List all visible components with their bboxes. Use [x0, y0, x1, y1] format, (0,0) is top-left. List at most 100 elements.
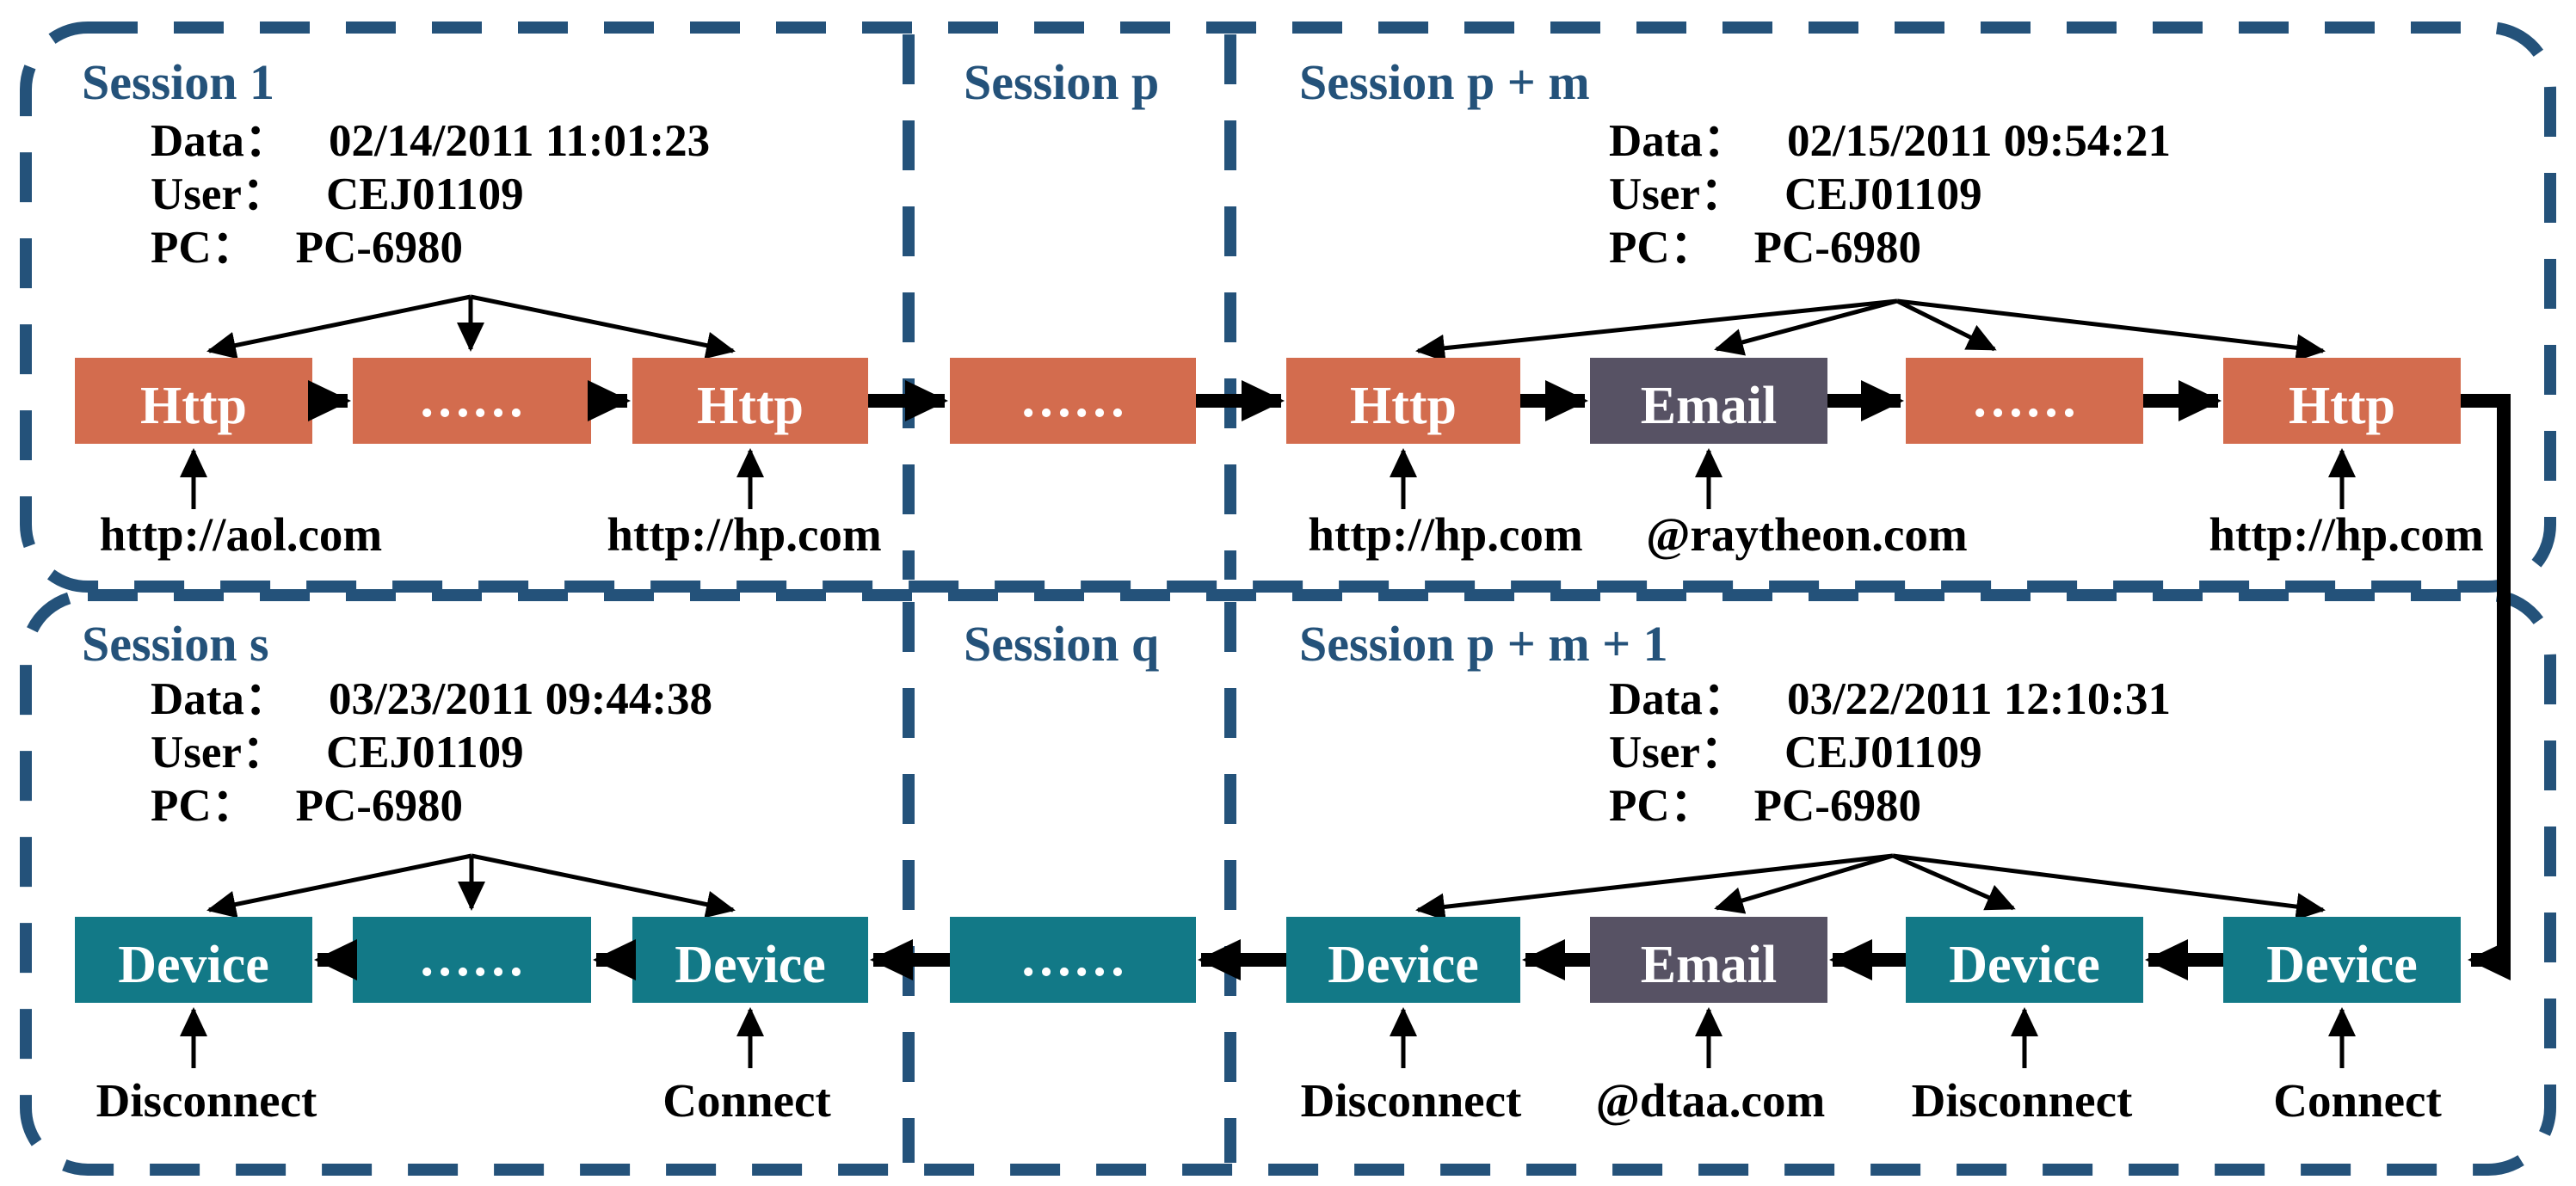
http-box — [75, 358, 312, 444]
http-box-label: Http — [697, 377, 804, 435]
session-p-m-1-date-line: Data： 03/22/2011 12:10:31 — [1609, 674, 2171, 724]
email-box — [1590, 917, 1827, 1003]
user-value: CEJ01109 — [326, 728, 524, 777]
email-box-label: Email — [1641, 377, 1777, 435]
device-action-label: Connect — [2273, 1074, 2442, 1127]
fan-line — [1415, 853, 1894, 921]
ellipsis-box-label: …… — [1971, 370, 2078, 428]
fan-line — [470, 294, 736, 359]
device-box-label: Device — [2266, 936, 2418, 994]
device-box-label: Device — [1328, 936, 1479, 994]
pc-value: PC-6980 — [296, 223, 463, 273]
ellipsis-box-label: …… — [1020, 929, 1126, 987]
ellipsis-box — [1906, 358, 2143, 444]
date-value: 03/22/2011 12:10:31 — [1787, 674, 2171, 724]
ellipsis-box — [353, 917, 591, 1003]
fan-line — [206, 294, 471, 359]
device-action-label: Disconnect — [96, 1074, 317, 1127]
http-box — [632, 358, 868, 444]
fan-line — [1714, 298, 1898, 356]
pc-label: PC： — [1609, 223, 1716, 273]
session-s-date-line: Data： 03/23/2011 09:44:38 — [151, 674, 712, 724]
date-label: Data： — [151, 116, 290, 166]
device-action-label: Disconnect — [1912, 1074, 2133, 1127]
date-label: Data： — [1609, 674, 1748, 724]
device-box-label: Device — [675, 936, 826, 994]
pc-label: PC： — [151, 781, 257, 831]
device-box — [632, 917, 868, 1003]
email-box — [1590, 358, 1827, 444]
url-label: http://aol.com — [100, 508, 382, 561]
user-label: User： — [151, 169, 287, 219]
fan-line — [1896, 298, 2326, 362]
url-label: http://hp.com — [2209, 508, 2483, 561]
device-box — [1286, 917, 1520, 1003]
ellipsis-box — [353, 358, 591, 444]
device-action-label: Connect — [662, 1074, 831, 1127]
email-box-label: Email — [1641, 936, 1777, 994]
session-p-m-pc-line: PC： PC-6980 — [1609, 223, 1921, 273]
url-label: http://hp.com — [1308, 508, 1582, 561]
session-p-title: Session p — [964, 54, 1159, 110]
fan-line — [471, 853, 736, 919]
http-box-label: Http — [2289, 377, 2395, 435]
fan-line — [1714, 853, 1894, 914]
fan-line — [1895, 298, 1997, 352]
row-wrap-connector-arrow — [2461, 394, 2511, 980]
session-p-m-1-title: Session p + m + 1 — [1299, 616, 1668, 672]
session-1-date-line: Data： 02/14/2011 11:01:23 — [151, 116, 710, 166]
session-1-user-line: User： CEJ01109 — [151, 169, 524, 219]
user-value: CEJ01109 — [326, 169, 524, 219]
email-address-label: @dtaa.com — [1596, 1074, 1826, 1127]
pc-value: PC-6980 — [1754, 223, 1921, 273]
session-s-pc-line: PC： PC-6980 — [151, 781, 463, 831]
date-label: Data： — [151, 674, 290, 724]
device-box — [2223, 917, 2461, 1003]
session-p-m-1-pc-line: PC： PC-6980 — [1609, 781, 1921, 831]
ellipsis-box-label: …… — [418, 929, 525, 987]
session-s-title: Session s — [82, 616, 269, 672]
device-box-label: Device — [1949, 936, 2100, 994]
date-value: 02/15/2011 09:54:21 — [1787, 116, 2171, 166]
pc-value: PC-6980 — [296, 781, 463, 831]
http-box — [2223, 358, 2461, 444]
device-box-label: Device — [118, 936, 269, 994]
email-address-label: @raytheon.com — [1646, 508, 1967, 561]
date-value: 03/23/2011 09:44:38 — [329, 674, 712, 724]
session-p-m-date-line: Data： 02/15/2011 09:54:21 — [1609, 116, 2171, 166]
date-value: 02/14/2011 11:01:23 — [329, 116, 710, 166]
bottom-row-session-border — [20, 589, 2556, 1176]
user-label: User： — [151, 728, 287, 777]
top-row-session-border — [20, 22, 2556, 593]
session-1-title: Session 1 — [82, 54, 274, 110]
http-box-label: Http — [140, 377, 247, 435]
ellipsis-box-label: …… — [1020, 370, 1126, 428]
device-action-label: Disconnect — [1301, 1074, 1522, 1127]
pc-label: PC： — [1609, 781, 1716, 831]
user-value: CEJ01109 — [1784, 728, 1982, 777]
pc-label: PC： — [151, 223, 257, 273]
date-label: Data： — [1609, 116, 1748, 166]
url-label: http://hp.com — [607, 508, 881, 561]
http-box-label: Http — [1350, 377, 1457, 435]
session-s-user-line: User： CEJ01109 — [151, 728, 524, 777]
pc-value: PC-6980 — [1754, 781, 1921, 831]
device-box — [1906, 917, 2143, 1003]
user-value: CEJ01109 — [1784, 169, 1982, 219]
ellipsis-box — [950, 358, 1196, 444]
http-box — [1286, 358, 1520, 444]
session-p-m-1-user-line: User： CEJ01109 — [1609, 728, 1982, 777]
ellipsis-box-label: …… — [418, 370, 525, 428]
ellipsis-box — [950, 917, 1196, 1003]
user-label: User： — [1609, 169, 1746, 219]
device-box — [75, 917, 312, 1003]
user-label: User： — [1609, 728, 1746, 777]
session-p-m-title: Session p + m — [1299, 54, 1590, 110]
session-p-m-user-line: User： CEJ01109 — [1609, 169, 1982, 219]
session-q-title: Session q — [964, 616, 1159, 672]
fan-line — [206, 853, 472, 919]
fan-line — [1415, 298, 1898, 362]
session-1-pc-line: PC： PC-6980 — [151, 223, 463, 273]
